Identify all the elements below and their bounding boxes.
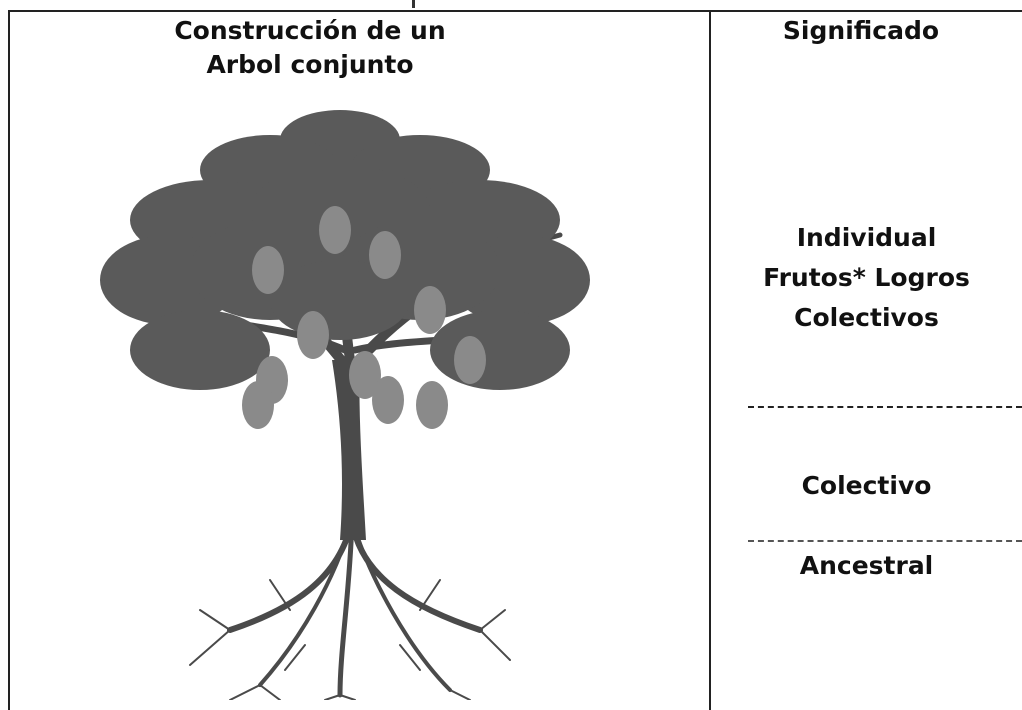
dashed-separator-lower <box>748 540 1022 542</box>
column1-title: Construcción de un Arbol conjunto <box>10 14 610 82</box>
meaning-group-top: Individual Frutos* Logros Colectivos <box>711 218 1022 338</box>
meaning-table <box>8 10 1022 710</box>
column1-title-line2: Arbol conjunto <box>206 50 414 79</box>
label-ancestral: Ancestral <box>799 551 934 580</box>
column2-title: Significado <box>782 16 940 45</box>
label-frutos-logros: Frutos* Logros <box>763 263 970 292</box>
top-edge <box>0 0 1022 12</box>
tree-trunk <box>332 360 366 540</box>
column1-title-line1: Construcción de un <box>174 16 446 45</box>
label-colectivo: Colectivo <box>801 471 932 500</box>
tree-leaves <box>100 110 590 390</box>
label-colectivos: Colectivos <box>794 303 939 332</box>
dashed-separator-upper <box>748 406 1022 408</box>
label-individual: Individual <box>796 223 937 252</box>
tree-illustration <box>100 110 590 700</box>
top-mark <box>412 0 415 8</box>
tree-roots <box>189 517 511 700</box>
tree-fruits <box>242 206 486 429</box>
column-divider <box>709 10 711 710</box>
